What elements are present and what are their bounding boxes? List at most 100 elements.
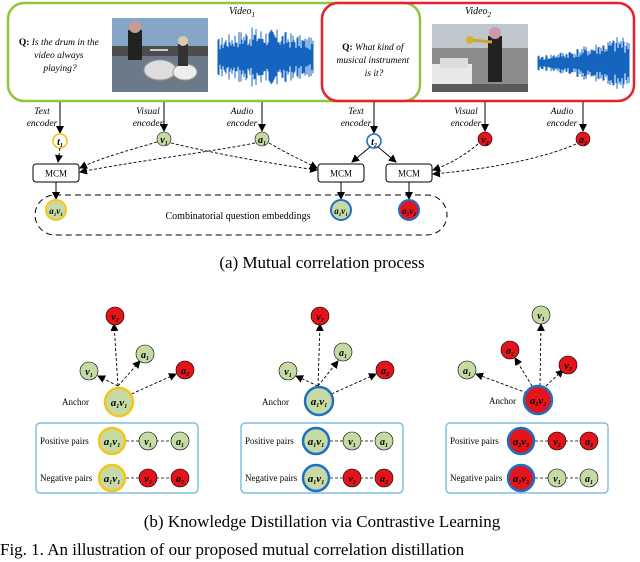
p2-negative-label: Negative pairs xyxy=(245,473,298,483)
node-v1 xyxy=(156,131,172,147)
p1-anchor-node xyxy=(103,386,135,418)
p2-v1-node xyxy=(278,361,298,381)
svg-text:a2: a2 xyxy=(585,437,593,449)
svg-text:a1: a1 xyxy=(176,437,184,449)
p3-a1-node xyxy=(457,360,477,380)
p1-a1-node xyxy=(135,344,155,364)
embed-a2v2 xyxy=(398,199,420,221)
svg-text:MCM: MCM xyxy=(330,169,352,179)
dashed-v1-mcm1 xyxy=(79,141,158,169)
svg-text:a2: a2 xyxy=(181,366,189,378)
svg-text:MCM: MCM xyxy=(45,169,67,179)
p3-pairs-box xyxy=(445,422,609,494)
p2-pairs-box xyxy=(240,422,404,494)
svg-text:a1v1: a1v1 xyxy=(311,396,327,409)
figure-caption: Fig. 1. An illustration of our proposed … xyxy=(0,540,640,560)
svg-text:v1: v1 xyxy=(284,367,291,379)
svg-text:a1v1: a1v1 xyxy=(111,397,127,410)
svg-text:a2: a2 xyxy=(579,135,587,147)
video1-title: Video1 xyxy=(229,6,255,19)
video1-drum-image xyxy=(112,18,208,92)
node-a2 xyxy=(575,131,591,147)
video2-audio-waveform xyxy=(537,37,630,89)
video1-audio-waveform xyxy=(217,27,314,87)
svg-text:a2v2: a2v2 xyxy=(402,206,416,218)
svg-text:a1v1: a1v1 xyxy=(49,206,63,218)
p3-anchor-node xyxy=(522,384,554,416)
svg-text:a1v1: a1v1 xyxy=(104,473,120,486)
p1-positive-label: Positive pairs xyxy=(40,436,89,446)
p2-v2-node xyxy=(310,306,330,326)
p2-a2-node xyxy=(375,360,395,380)
node-t2 xyxy=(366,133,382,149)
svg-text:v2: v2 xyxy=(553,437,560,449)
p2-anchor-node xyxy=(303,385,335,417)
svg-text:a2v2: a2v2 xyxy=(513,473,529,486)
dashed-a2-mcm3 xyxy=(432,143,577,178)
p3-v1-top-node xyxy=(531,305,551,325)
video2-trumpet-image xyxy=(432,24,528,92)
svg-text:a1: a1 xyxy=(585,474,593,486)
svg-text:a1v1: a1v1 xyxy=(308,473,324,486)
p2-anchor-label: Anchor xyxy=(262,397,289,407)
dashed-a1-mcm2 xyxy=(268,142,318,169)
svg-text:v2: v2 xyxy=(144,474,151,486)
panel-2: v2 a1 v1 a2 a1v1 Anchor Positive pairs N… xyxy=(240,306,404,494)
panel-1: v2 a1 v1 a2 a1v1 Anchor Positive pairs N… xyxy=(35,306,199,494)
svg-text:v1: v1 xyxy=(537,311,544,323)
p3-a2-node xyxy=(500,340,520,360)
dashed-v1-mcm2 xyxy=(170,142,318,174)
svg-text:v1: v1 xyxy=(553,474,560,486)
svg-text:a2: a2 xyxy=(176,474,184,486)
dashed-t2-mcm3 xyxy=(377,146,397,163)
p3-positive-label: Positive pairs xyxy=(450,436,499,446)
dashed-t2-mcm2 xyxy=(351,146,371,163)
panel-3: v1 a2 v2 a1 a2v2 Anchor Positive pairs N… xyxy=(445,305,609,494)
p2-a1-node xyxy=(333,342,353,362)
embed-a1v1 xyxy=(45,199,67,221)
figure-caption-text: Fig. 1. An illustration of our proposed … xyxy=(0,540,465,559)
svg-text:t2: t2 xyxy=(371,137,377,149)
svg-text:a1: a1 xyxy=(380,437,388,449)
svg-text:a2: a2 xyxy=(506,346,514,358)
svg-text:a1: a1 xyxy=(258,135,266,147)
svg-text:v1: v1 xyxy=(85,367,92,379)
svg-text:a1: a1 xyxy=(339,348,347,360)
p2-positive-label: Positive pairs xyxy=(245,436,294,446)
svg-text:v2: v2 xyxy=(316,312,323,324)
dashed-t1-mcm1 xyxy=(55,147,63,163)
combinatorial-embeddings-label: Combinatorial question embeddings xyxy=(166,211,311,222)
svg-text:a1v1: a1v1 xyxy=(104,436,120,449)
video2-title: Video2 xyxy=(465,6,492,19)
video1-frame xyxy=(6,1,422,103)
p3-anchor-label: Anchor xyxy=(489,396,516,406)
svg-text:v1: v1 xyxy=(348,437,355,449)
embed-a1v1-2 xyxy=(330,199,352,221)
svg-text:v2: v2 xyxy=(348,474,355,486)
caption-b: (b) Knowledge Distillation via Contrasti… xyxy=(144,512,501,531)
svg-text:a2: a2 xyxy=(380,474,388,486)
svg-text:v1: v1 xyxy=(144,437,151,449)
node-v2 xyxy=(477,131,493,147)
p1-v1-node xyxy=(79,361,99,381)
p1-negative-label: Negative pairs xyxy=(40,473,93,483)
caption-a: (a) Mutual correlation process xyxy=(219,253,424,272)
p1-pairs-box xyxy=(35,422,199,494)
p3-v2-node xyxy=(558,355,578,375)
svg-text:a1v1: a1v1 xyxy=(334,206,348,218)
svg-text:v2: v2 xyxy=(481,135,488,147)
svg-text:a2v2: a2v2 xyxy=(530,395,546,408)
svg-text:a2v2: a2v2 xyxy=(513,436,529,449)
svg-text:a1: a1 xyxy=(463,366,471,378)
video1-question: Q: Is the drum in the video always playi… xyxy=(19,38,101,74)
svg-text:v2: v2 xyxy=(111,312,118,324)
svg-text:a1: a1 xyxy=(141,350,149,362)
node-a1 xyxy=(254,131,270,147)
